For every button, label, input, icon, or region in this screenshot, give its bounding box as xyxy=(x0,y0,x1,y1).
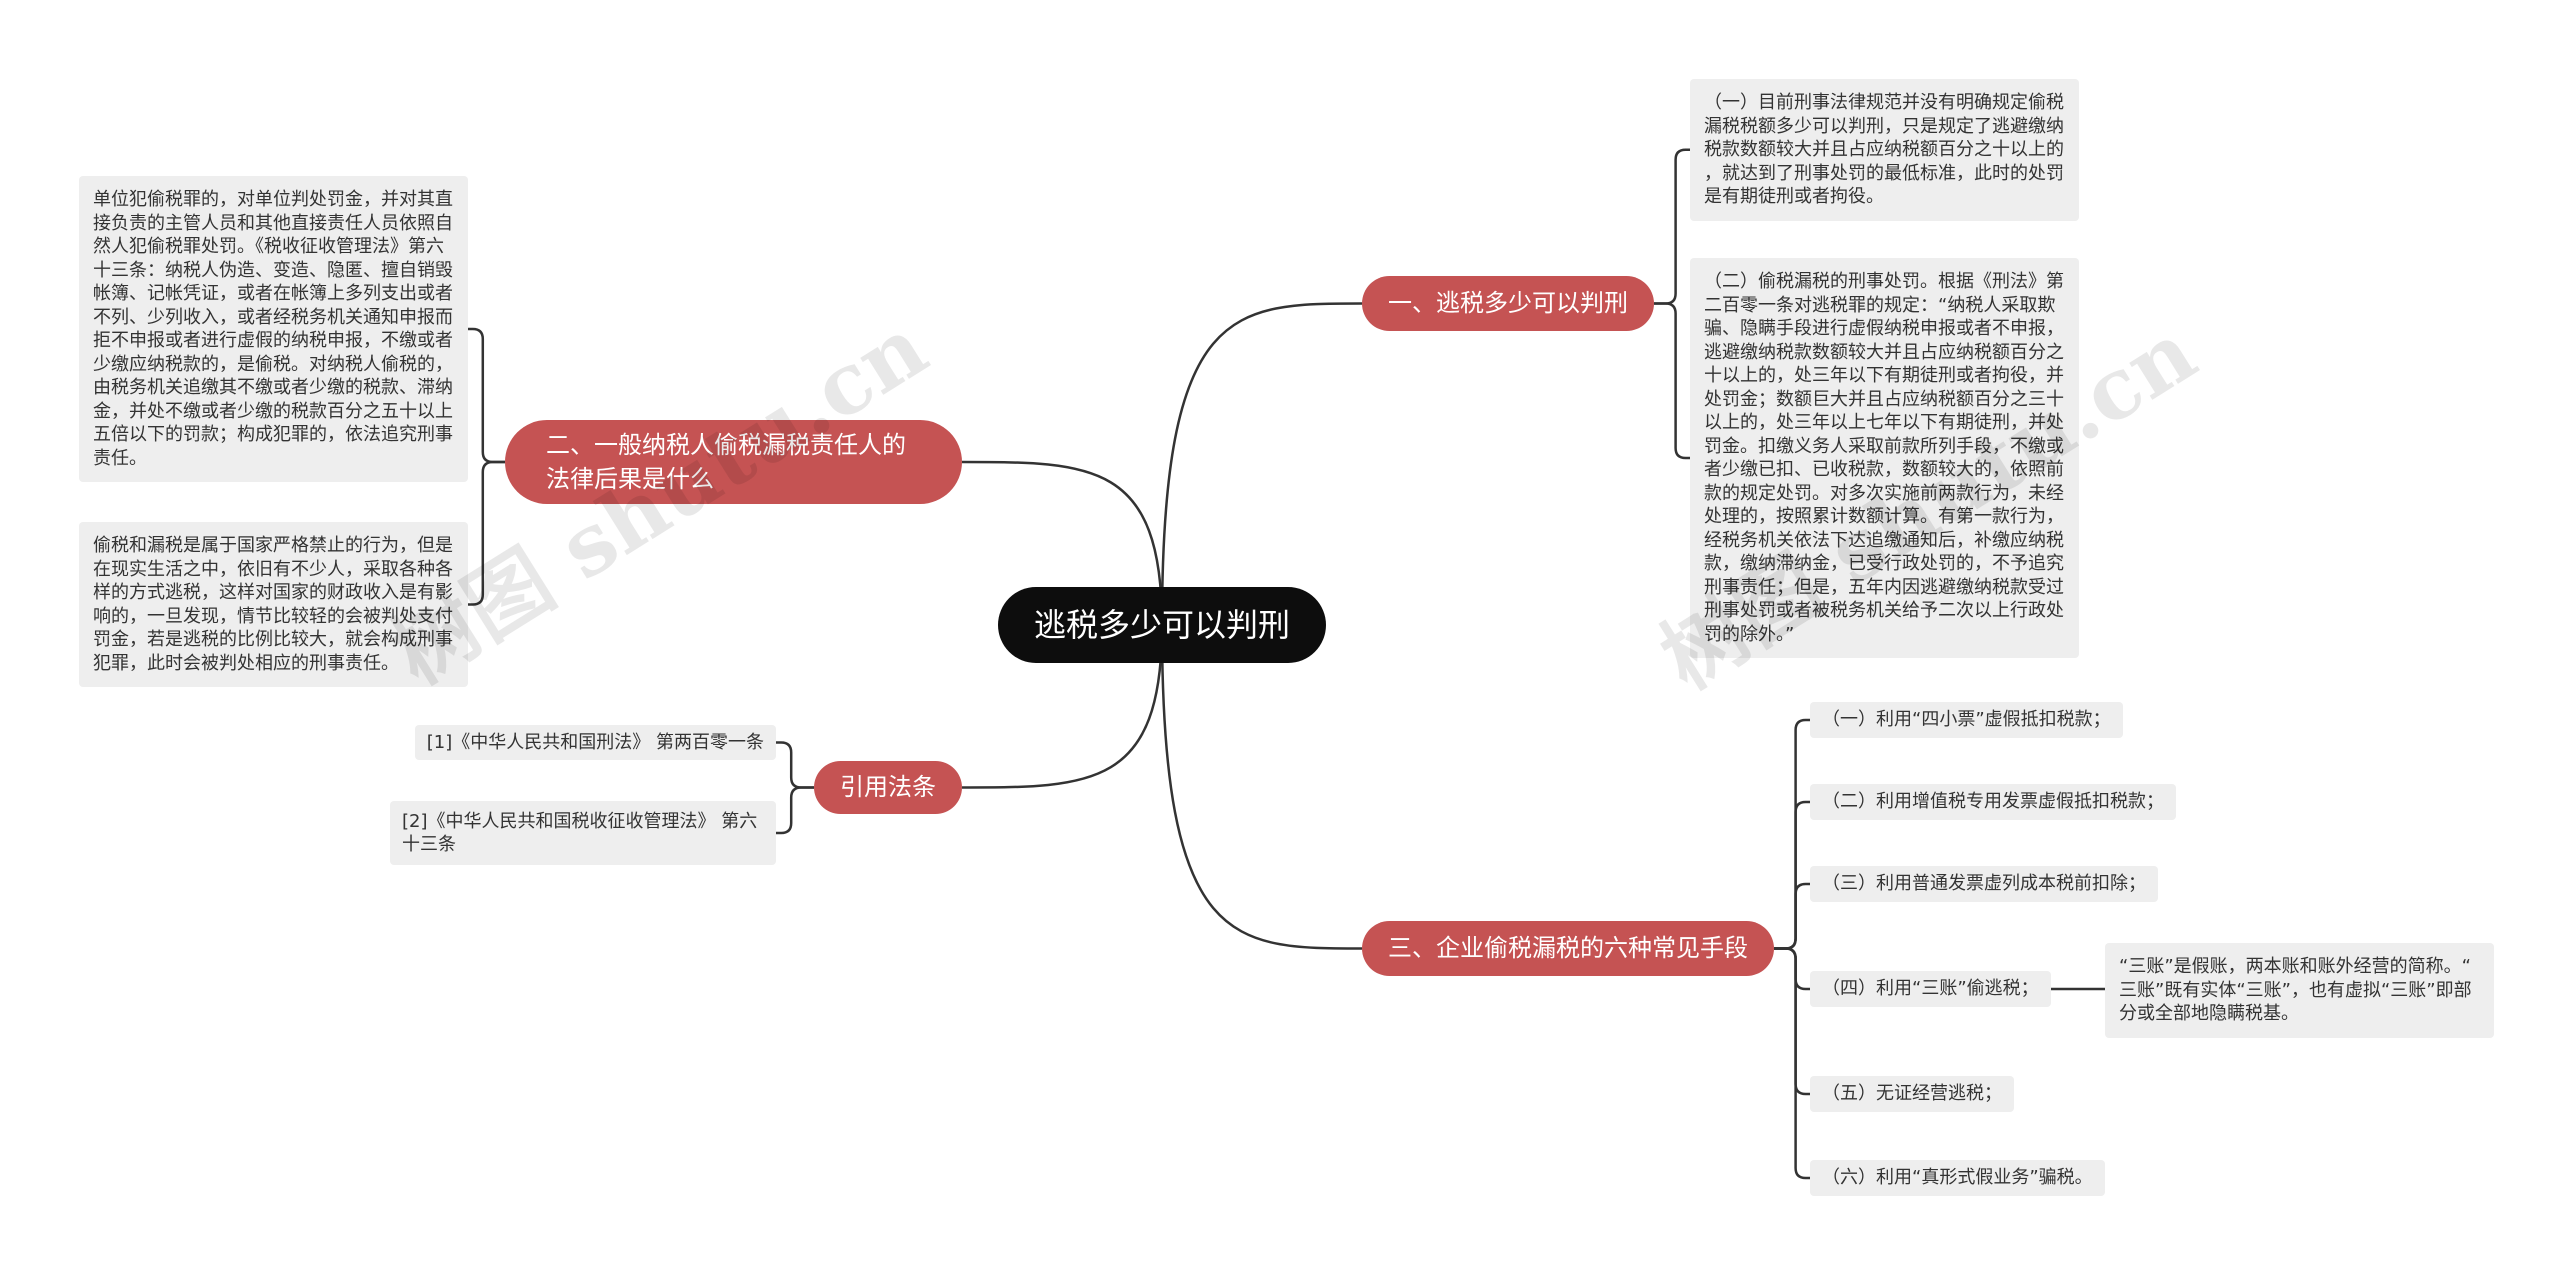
branch-connector xyxy=(1654,302,1690,460)
branch-3-item-2: （二）利用增值税专用发票虚假抵扣税款； xyxy=(1810,784,2176,820)
branch-1-note-2: （二）偷税漏税的刑事处罚。根据《刑法》第二百零一条对逃税罪的规定：“纳税人采取欺… xyxy=(1690,258,2079,658)
branch-2-note-1: 单位犯偷税罪的，对单位判处罚金，并对其直接负责的主管人员和其他直接责任人员依照自… xyxy=(79,176,468,482)
branch-3-item-4: （四）利用“三账”偷逃税； xyxy=(1810,971,2051,1007)
branch-3-item-1: （一）利用“四小票”虚假抵扣税款； xyxy=(1810,702,2123,738)
branch-topic-2: 二、一般纳税人偷税漏税责任人的法律后果是什么 xyxy=(505,420,962,504)
branch-1-note-1: （一）目前刑事法律规范并没有明确规定偷税漏税税额多少可以判刑，只是规定了逃避缴纳… xyxy=(1690,79,2079,221)
branch-3-item-4-detail: “三账”是假账，两本账和账外经营的简称。“三账”既有实体“三账”，也有虚拟“三账… xyxy=(2105,943,2494,1038)
branch-topic-3: 三、企业偷税漏税的六种常见手段 xyxy=(1362,921,1774,976)
branch-connector xyxy=(1774,718,1810,950)
root-connector xyxy=(1160,302,1363,626)
root-connector xyxy=(961,624,1164,789)
branch-connector xyxy=(468,327,505,464)
branch-connector xyxy=(1654,148,1690,305)
root-connector xyxy=(1160,624,1363,950)
root-connector xyxy=(961,460,1164,626)
branch-3-item-6: （六）利用“真形式假业务”骗税。 xyxy=(1810,1160,2105,1196)
branch-2-note-2: 偷税和漏税是属于国家严格禁止的行为，但是在现实生活之中，依旧有不少人，采取各种各… xyxy=(79,522,468,687)
root-topic: 逃税多少可以判刑 xyxy=(998,587,1326,663)
branch-3-item-3: （三）利用普通发票虚列成本税前扣除； xyxy=(1810,866,2158,902)
branch-connector xyxy=(776,786,814,835)
branch-connector xyxy=(1774,800,1810,950)
branch-topic-4: 引用法条 xyxy=(814,761,962,814)
branch-connector xyxy=(1774,882,1810,950)
citation-1: [1]《中华人民共和国刑法》 第两百零一条 xyxy=(414,725,776,760)
branch-connector xyxy=(1774,947,1810,1180)
branch-connector xyxy=(1774,947,1810,1096)
branch-topic-1: 一、逃税多少可以判刑 xyxy=(1362,276,1654,331)
citation-2: [2]《中华人民共和国税收征收管理法》 第六十三条 xyxy=(390,801,776,865)
branch-connector xyxy=(1774,947,1810,991)
branch-connector xyxy=(468,460,505,606)
branch-3-item-5: （五）无证经营逃税； xyxy=(1810,1076,2014,1112)
branch-connector xyxy=(776,741,814,789)
